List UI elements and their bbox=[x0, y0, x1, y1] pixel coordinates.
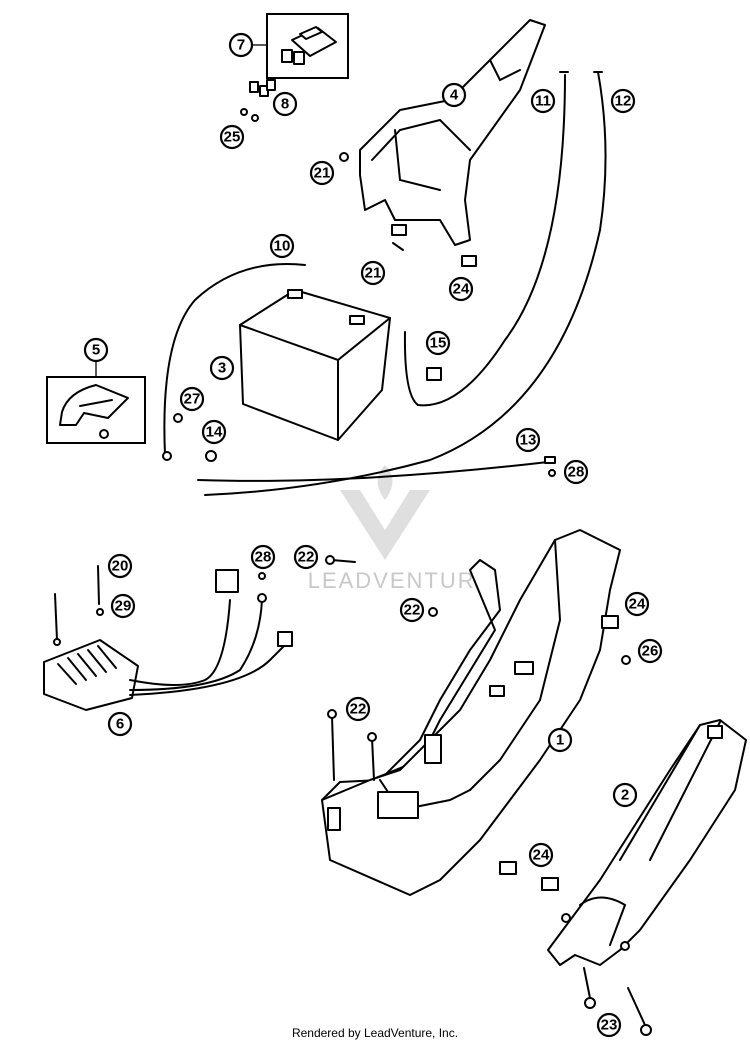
part-6-regulator bbox=[43, 569, 293, 711]
part-21-bolt-lower bbox=[392, 242, 404, 251]
callout-15[interactable]: 15 bbox=[425, 330, 451, 356]
callout-11[interactable]: 11 bbox=[530, 88, 556, 114]
svg-text:13: 13 bbox=[520, 432, 537, 449]
part-28-nut bbox=[258, 572, 266, 580]
svg-text:8: 8 bbox=[281, 96, 289, 113]
part-21-bolt-upper bbox=[339, 152, 349, 162]
callout-24-box[interactable]: 24 bbox=[624, 591, 650, 617]
svg-text:5: 5 bbox=[92, 342, 100, 359]
part-24-clip-lower-b bbox=[541, 877, 559, 891]
svg-text:15: 15 bbox=[430, 335, 447, 352]
callout-23[interactable]: 23 bbox=[596, 1012, 622, 1038]
callout-22-low[interactable]: 22 bbox=[345, 696, 371, 722]
callout-28-right[interactable]: 28 bbox=[563, 459, 589, 485]
callout-5[interactable]: 5 bbox=[83, 337, 109, 363]
callout-13[interactable]: 13 bbox=[515, 427, 541, 453]
svg-text:27: 27 bbox=[184, 391, 201, 408]
svg-text:12: 12 bbox=[615, 93, 632, 110]
part-20-bolt-left bbox=[54, 593, 58, 641]
callout-24-bracket[interactable]: 24 bbox=[448, 276, 474, 302]
svg-text:24: 24 bbox=[629, 596, 646, 613]
svg-text:24: 24 bbox=[453, 281, 470, 298]
part-22-screw-left bbox=[331, 715, 375, 781]
callout-20[interactable]: 20 bbox=[107, 553, 133, 579]
part-23-nut bbox=[584, 997, 596, 1009]
callout-8[interactable]: 8 bbox=[272, 91, 298, 117]
callout-4[interactable]: 4 bbox=[441, 82, 467, 108]
svg-text:28: 28 bbox=[255, 549, 272, 566]
part-3-battery bbox=[239, 289, 391, 441]
svg-text:7: 7 bbox=[237, 37, 245, 54]
svg-text:20: 20 bbox=[112, 558, 129, 575]
callout-22-mid[interactable]: 22 bbox=[399, 597, 425, 623]
callout-3[interactable]: 3 bbox=[209, 355, 235, 381]
callout-7[interactable]: 7 bbox=[228, 32, 254, 58]
callout-26[interactable]: 26 bbox=[637, 638, 663, 664]
callout-25[interactable]: 25 bbox=[219, 124, 245, 150]
part-27-screw bbox=[173, 413, 183, 423]
svg-text:11: 11 bbox=[535, 93, 551, 110]
svg-text:2: 2 bbox=[621, 787, 629, 804]
svg-text:24: 24 bbox=[533, 847, 550, 864]
callout-1[interactable]: 1 bbox=[547, 727, 573, 753]
svg-text:28: 28 bbox=[568, 464, 585, 481]
part-22-screw-top bbox=[331, 559, 356, 563]
part-24-clip-upper bbox=[601, 615, 619, 629]
svg-text:26: 26 bbox=[642, 643, 659, 660]
svg-text:21: 21 bbox=[365, 265, 382, 282]
callout-12[interactable]: 12 bbox=[610, 88, 636, 114]
part-24-clip-lower-a bbox=[499, 861, 517, 875]
callout-28-left[interactable]: 28 bbox=[250, 544, 276, 570]
svg-text:6: 6 bbox=[116, 716, 124, 733]
callout-10[interactable]: 10 bbox=[269, 233, 295, 259]
cable-12 bbox=[204, 71, 607, 496]
part-7-connector-box bbox=[266, 13, 349, 79]
cable-11 bbox=[403, 74, 566, 407]
callout-6[interactable]: 6 bbox=[107, 711, 133, 737]
part-25-nuts bbox=[240, 108, 259, 122]
svg-text:4: 4 bbox=[450, 87, 459, 104]
callout-29[interactable]: 29 bbox=[110, 593, 136, 619]
part-8-terminals bbox=[249, 79, 276, 97]
callout-24-cover[interactable]: 24 bbox=[528, 842, 554, 868]
part-14-fuse bbox=[205, 450, 217, 462]
part-29-washer bbox=[96, 608, 104, 616]
part-4-battery-bracket bbox=[359, 19, 546, 267]
svg-text:23: 23 bbox=[601, 1017, 618, 1034]
callout-22-top[interactable]: 22 bbox=[293, 544, 319, 570]
part-5-strap-box bbox=[46, 376, 146, 444]
footer-credit: Rendered by LeadVenture, Inc. bbox=[291, 1026, 459, 1040]
callout-2[interactable]: 2 bbox=[612, 782, 638, 808]
svg-text:22: 22 bbox=[298, 549, 315, 566]
watermark-text: LEADVENTURE bbox=[307, 568, 493, 593]
part-26-screw bbox=[621, 655, 631, 665]
part-23-leader bbox=[583, 967, 646, 1026]
part-22-screw-mid bbox=[428, 607, 438, 617]
svg-text:22: 22 bbox=[404, 602, 421, 619]
svg-text:1: 1 bbox=[556, 732, 564, 749]
svg-text:21: 21 bbox=[314, 165, 331, 182]
svg-text:25: 25 bbox=[224, 129, 241, 146]
callout-27[interactable]: 27 bbox=[179, 386, 205, 412]
svg-text:29: 29 bbox=[115, 598, 132, 615]
callout-21-upper[interactable]: 21 bbox=[309, 160, 335, 186]
svg-text:10: 10 bbox=[274, 238, 291, 255]
svg-text:3: 3 bbox=[218, 360, 226, 377]
cable-13 bbox=[197, 461, 549, 482]
part-20-bolt bbox=[97, 565, 100, 605]
part-1-battery-box bbox=[321, 529, 621, 896]
part-15-block bbox=[426, 367, 442, 381]
svg-text:14: 14 bbox=[206, 424, 223, 441]
callout-21-lower[interactable]: 21 bbox=[360, 260, 386, 286]
part-2-cover bbox=[547, 719, 747, 966]
svg-text:22: 22 bbox=[350, 701, 367, 718]
callout-14[interactable]: 14 bbox=[201, 419, 227, 445]
leadventure-logo-watermark bbox=[330, 460, 440, 570]
cable-10 bbox=[163, 263, 306, 456]
